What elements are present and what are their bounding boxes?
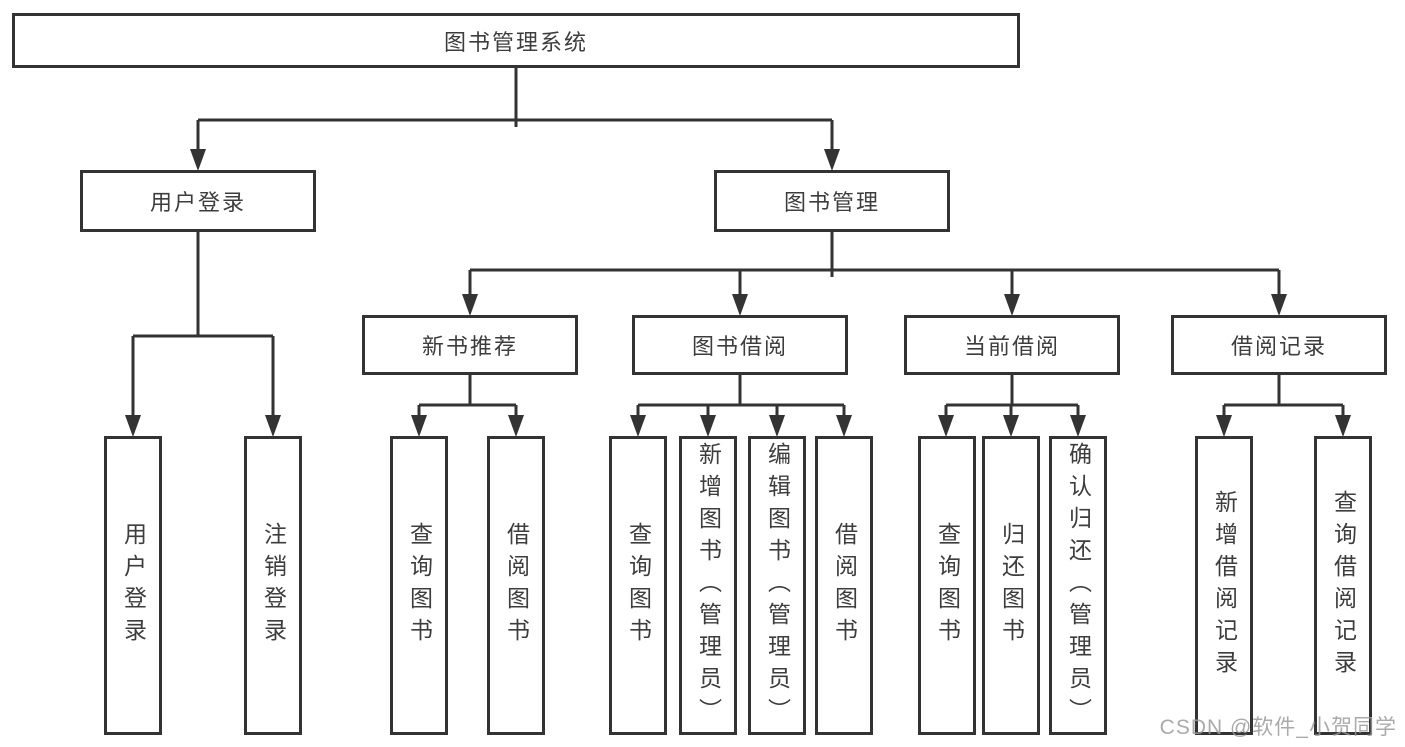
node-current-borrow: 当前借阅 <box>904 315 1120 375</box>
node-book-borrow-label: 图书借阅 <box>691 334 788 359</box>
connector-root-to-level2 <box>190 68 840 171</box>
node-root-label: 图书管理系统 <box>443 29 588 55</box>
node-borrow-records: 借阅记录 <box>1171 315 1387 375</box>
node-current-borrow-label: 当前借阅 <box>963 334 1060 359</box>
node-borrow-records-label: 借阅记录 <box>1230 334 1327 359</box>
node-book-borrow: 图书借阅 <box>632 315 848 375</box>
leaf-br-add-record: 新增借阅记录 <box>1195 436 1253 735</box>
leaf-br-add-record-label: 新增借阅记录 <box>1211 489 1238 682</box>
csdn-watermark: CSDN @软件_小贺同学 <box>1159 716 1397 739</box>
node-user-login-label: 用户登录 <box>149 190 246 215</box>
arrowhead-icon <box>700 415 716 437</box>
arrowhead-icon <box>1216 415 1232 437</box>
connector-book-borrow-to-leaves <box>630 375 852 437</box>
leaf-bb-borrow-books: 借阅图书 <box>815 436 873 735</box>
arrowhead-icon <box>411 415 427 437</box>
connector-book-mgmt-to-level3 <box>462 232 1287 316</box>
leaf-rec-borrow-books-label: 借阅图书 <box>503 521 530 650</box>
leaf-bb-query-books-label: 查询图书 <box>625 521 652 650</box>
leaf-user-login: 用户登录 <box>104 436 162 735</box>
connector-user-login-to-leaves <box>125 232 281 437</box>
node-book-mgmt: 图书管理 <box>714 170 950 232</box>
arrowhead-icon <box>1335 415 1351 437</box>
leaf-bb-query-books: 查询图书 <box>609 436 667 735</box>
arrowhead-icon <box>125 415 141 437</box>
connector-borrow-records-to-leaves <box>1216 375 1351 437</box>
leaf-cb-confirm-return: 确认归还（管理员） <box>1049 436 1107 735</box>
leaf-bb-add-books-label: 新增图书（管理员） <box>695 441 722 730</box>
arrowhead-icon <box>462 294 478 316</box>
leaf-br-query-record: 查询借阅记录 <box>1314 436 1372 735</box>
arrowhead-icon <box>769 415 785 437</box>
arrowhead-icon <box>190 149 206 171</box>
node-book-mgmt-label: 图书管理 <box>783 190 880 215</box>
arrowhead-icon <box>1070 415 1086 437</box>
leaf-rec-query-books: 查询图书 <box>390 436 448 735</box>
leaf-rec-query-books-label: 查询图书 <box>406 521 433 650</box>
node-root: 图书管理系统 <box>12 13 1020 68</box>
leaf-cb-confirm-return-label: 确认归还（管理员） <box>1065 441 1092 730</box>
arrowhead-icon <box>836 415 852 437</box>
arrowhead-icon <box>265 415 281 437</box>
leaf-cb-query-books-label: 查询图书 <box>934 521 961 650</box>
node-new-book-rec-label: 新书推荐 <box>421 334 518 359</box>
arrowhead-icon <box>1003 415 1019 437</box>
leaf-logout: 注销登录 <box>244 436 302 735</box>
leaf-cb-query-books: 查询图书 <box>918 436 976 735</box>
leaf-cb-return-books: 归还图书 <box>982 436 1040 735</box>
leaf-bb-edit-books-label: 编辑图书（管理员） <box>764 441 791 730</box>
connector-current-borrow-to-leaves <box>938 375 1086 437</box>
connector-new-book-rec-to-leaves <box>411 375 524 437</box>
leaf-bb-borrow-books-label: 借阅图书 <box>831 521 858 650</box>
arrowhead-icon <box>630 415 646 437</box>
arrowhead-icon <box>732 294 748 316</box>
arrowhead-icon <box>938 415 954 437</box>
leaf-rec-borrow-books: 借阅图书 <box>487 436 545 735</box>
leaf-br-query-record-label: 查询借阅记录 <box>1330 489 1357 682</box>
leaf-user-login-label: 用户登录 <box>120 521 147 650</box>
leaf-bb-add-books: 新增图书（管理员） <box>679 436 737 735</box>
node-user-login: 用户登录 <box>80 170 316 232</box>
leaf-bb-edit-books: 编辑图书（管理员） <box>748 436 806 735</box>
leaf-cb-return-books-label: 归还图书 <box>998 521 1025 650</box>
arrowhead-icon <box>824 149 840 171</box>
leaf-logout-label: 注销登录 <box>260 521 287 650</box>
arrowhead-icon <box>1271 294 1287 316</box>
node-new-book-rec: 新书推荐 <box>362 315 578 375</box>
arrowhead-icon <box>1004 294 1020 316</box>
arrowhead-icon <box>508 415 524 437</box>
